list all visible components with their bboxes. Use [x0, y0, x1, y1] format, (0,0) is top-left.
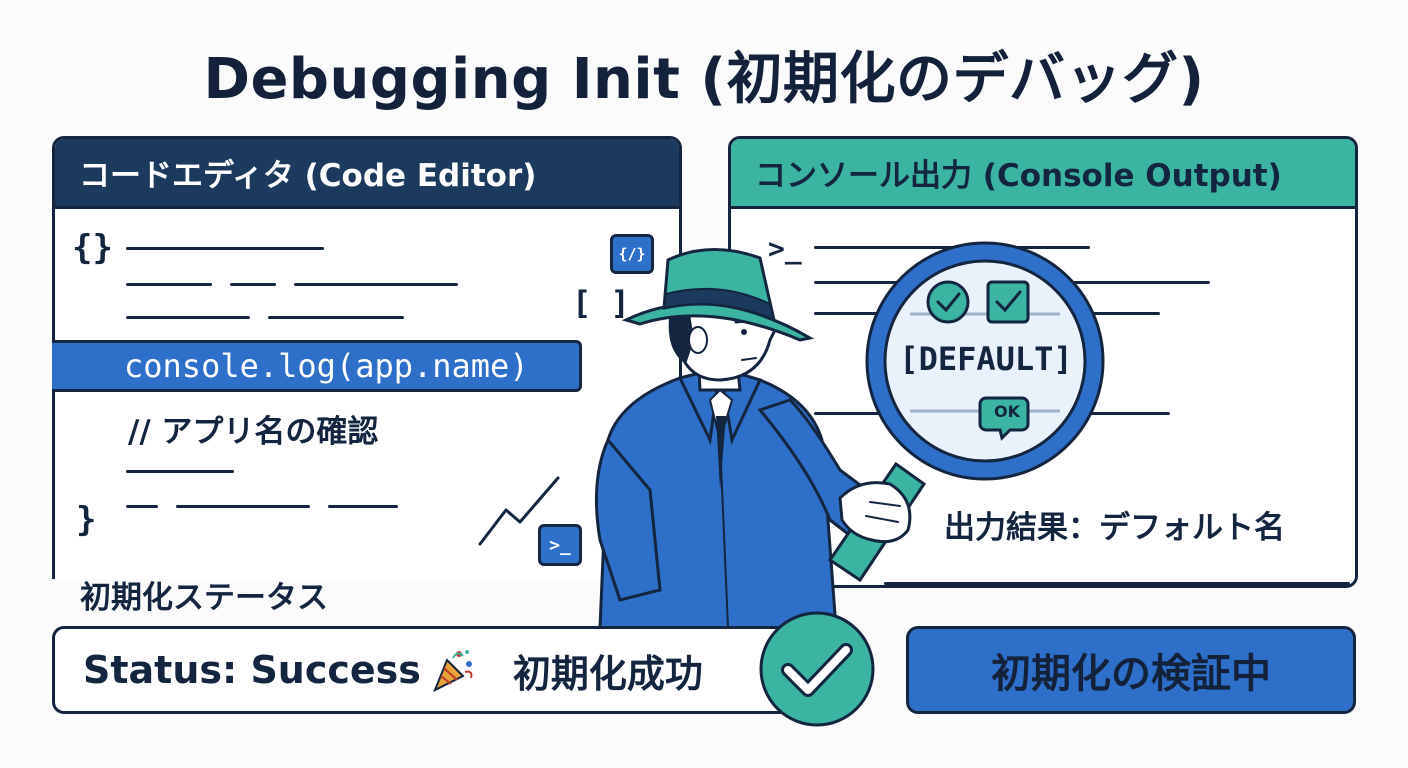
- default-value-label: [DEFAULT]: [899, 340, 1073, 378]
- console-result-label: 出力結果：デフォルト名: [944, 510, 1285, 546]
- status-section-label: 初期化ステータス: [80, 580, 328, 616]
- code-line: [126, 470, 234, 473]
- console-output-header: コンソール出力 (Console Output): [731, 139, 1355, 209]
- code-line: [294, 283, 458, 286]
- highlighted-code-line[interactable]: console.log(app.name): [52, 340, 582, 392]
- zigzag-line-icon: [478, 476, 560, 546]
- party-popper-icon: [433, 650, 473, 693]
- code-comment: // アプリ名の確認: [128, 414, 379, 450]
- code-line: [126, 283, 212, 286]
- detective-illustration: [594, 248, 927, 630]
- code-line: [126, 316, 250, 319]
- code-tag-icon: {/}: [610, 234, 654, 274]
- success-jp-label: 初期化成功: [512, 651, 703, 696]
- status-bar: Status: Success 初期化成功: [52, 626, 794, 714]
- code-line: [126, 505, 158, 508]
- open-brace-icon: {}: [72, 228, 113, 268]
- code-line: [328, 505, 398, 508]
- code-editor-header: コードエディタ (Code Editor): [55, 139, 679, 209]
- code-line: [230, 283, 276, 286]
- status-text: Status: Success: [83, 648, 421, 692]
- close-brace-icon: }: [76, 500, 97, 540]
- terminal-icon: >_: [538, 524, 582, 566]
- code-line: [176, 505, 310, 508]
- ok-badge: OK: [994, 402, 1020, 421]
- code-line: [268, 316, 404, 319]
- code-line: [126, 247, 324, 250]
- brackets-icon: [ ]: [572, 284, 630, 322]
- verifying-status-box: 初期化の検証中: [906, 626, 1356, 714]
- console-prompt-icon: >_: [768, 232, 802, 265]
- magnifying-glass-icon: [865, 241, 1105, 481]
- page-title: Debugging Init (初期化のデバッグ): [203, 47, 1205, 112]
- console-line: [884, 582, 1350, 585]
- success-check-icon: [759, 611, 875, 727]
